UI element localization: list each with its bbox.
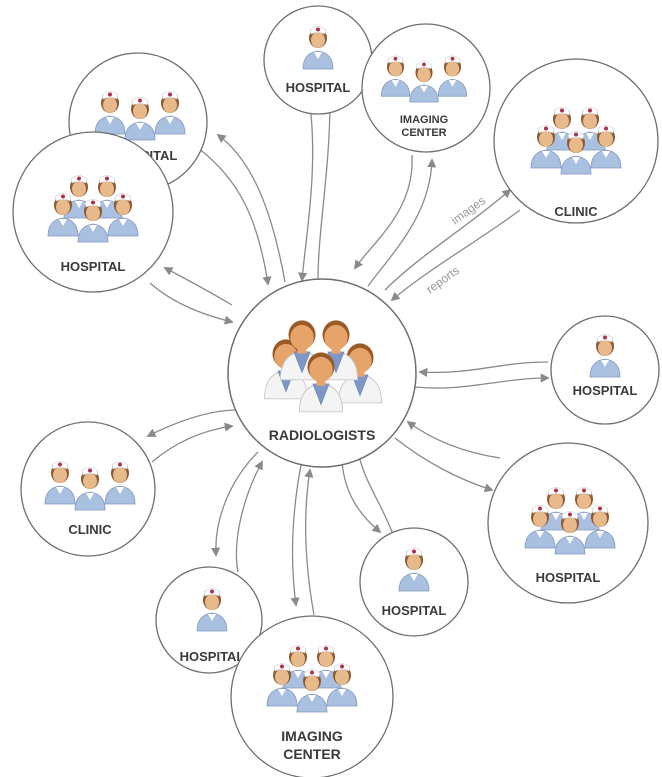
node-imaging-center-top: IMAGING CENTER — [361, 23, 491, 153]
arrow-to-imaging-center-bottom — [290, 459, 303, 607]
node-label-line-1: IMAGING — [281, 728, 343, 744]
node-imaging-center-bottom: IMAGING CENTER — [230, 615, 394, 777]
node-hospital-left: HOSPITAL — [12, 131, 174, 293]
arrow-to-radiologists-from-imaging-center-bottom — [304, 468, 315, 616]
node-label-line-2: CENTER — [401, 127, 446, 139]
node-radiologists: RADIOLOGISTS — [227, 278, 417, 468]
arrow-to-clinic-topright — [384, 188, 512, 291]
arrow-to-radiologists-from-hospital-bottomleft — [235, 460, 263, 573]
node-hospital-bottomright: HOSPITAL — [487, 442, 649, 604]
reports-edge-label: reports — [424, 263, 462, 296]
arrow-to-radiologists-from-hospital-top — [298, 104, 314, 282]
arrow-to-hospital-bottomright — [394, 437, 494, 493]
arrow-to-hospital-bottomleft — [211, 451, 259, 557]
arrow-to-radiologists-from-clinic-left — [151, 422, 234, 463]
node-clinic-left: CLINIC — [20, 421, 156, 557]
node-label: HOSPITAL — [180, 649, 245, 664]
arrow-to-radiologists-from-clinic-topright — [390, 209, 521, 302]
node-label-line-1: IMAGING — [400, 114, 448, 126]
arrow-to-radiologists-from-hospital-topleft — [197, 147, 272, 286]
node-hospital-top: HOSPITAL — [263, 5, 373, 115]
node-label: CLINIC — [554, 204, 598, 219]
arrow-to-clinic-left — [146, 409, 239, 437]
arrow-to-hospital-right — [414, 373, 550, 389]
arrow-to-radiologists-from-hospital-left — [149, 282, 234, 325]
center-label: RADIOLOGISTS — [269, 427, 376, 443]
node-hospital-bottom: HOSPITAL — [359, 527, 469, 637]
node-clinic-topright: CLINIC — [493, 58, 659, 224]
node-label: HOSPITAL — [61, 259, 126, 274]
arrow-to-hospital-topleft — [216, 133, 286, 283]
node-label-line-2: CENTER — [283, 746, 341, 762]
node-label: HOSPITAL — [286, 80, 351, 95]
connection-arrows — [146, 98, 550, 616]
arrow-to-radiologists-from-hospital-right — [418, 361, 549, 377]
arrow-to-hospital-left — [163, 267, 233, 306]
node-hospital-bottomleft: HOSPITAL — [155, 566, 263, 674]
node-label: HOSPITAL — [536, 570, 601, 585]
node-label: CLINIC — [68, 522, 112, 537]
arrow-to-hospital-top — [317, 98, 335, 281]
node-label: HOSPITAL — [382, 603, 447, 618]
arrow-to-imaging-center-top — [367, 158, 437, 287]
arrow-to-hospital-bottom — [341, 461, 382, 534]
arrow-to-radiologists-from-imaging-center-top — [353, 154, 413, 270]
arrow-to-radiologists-from-hospital-bottomright — [406, 420, 501, 459]
node-label: HOSPITAL — [573, 383, 638, 398]
node-hospital-right: HOSPITAL — [550, 315, 660, 425]
